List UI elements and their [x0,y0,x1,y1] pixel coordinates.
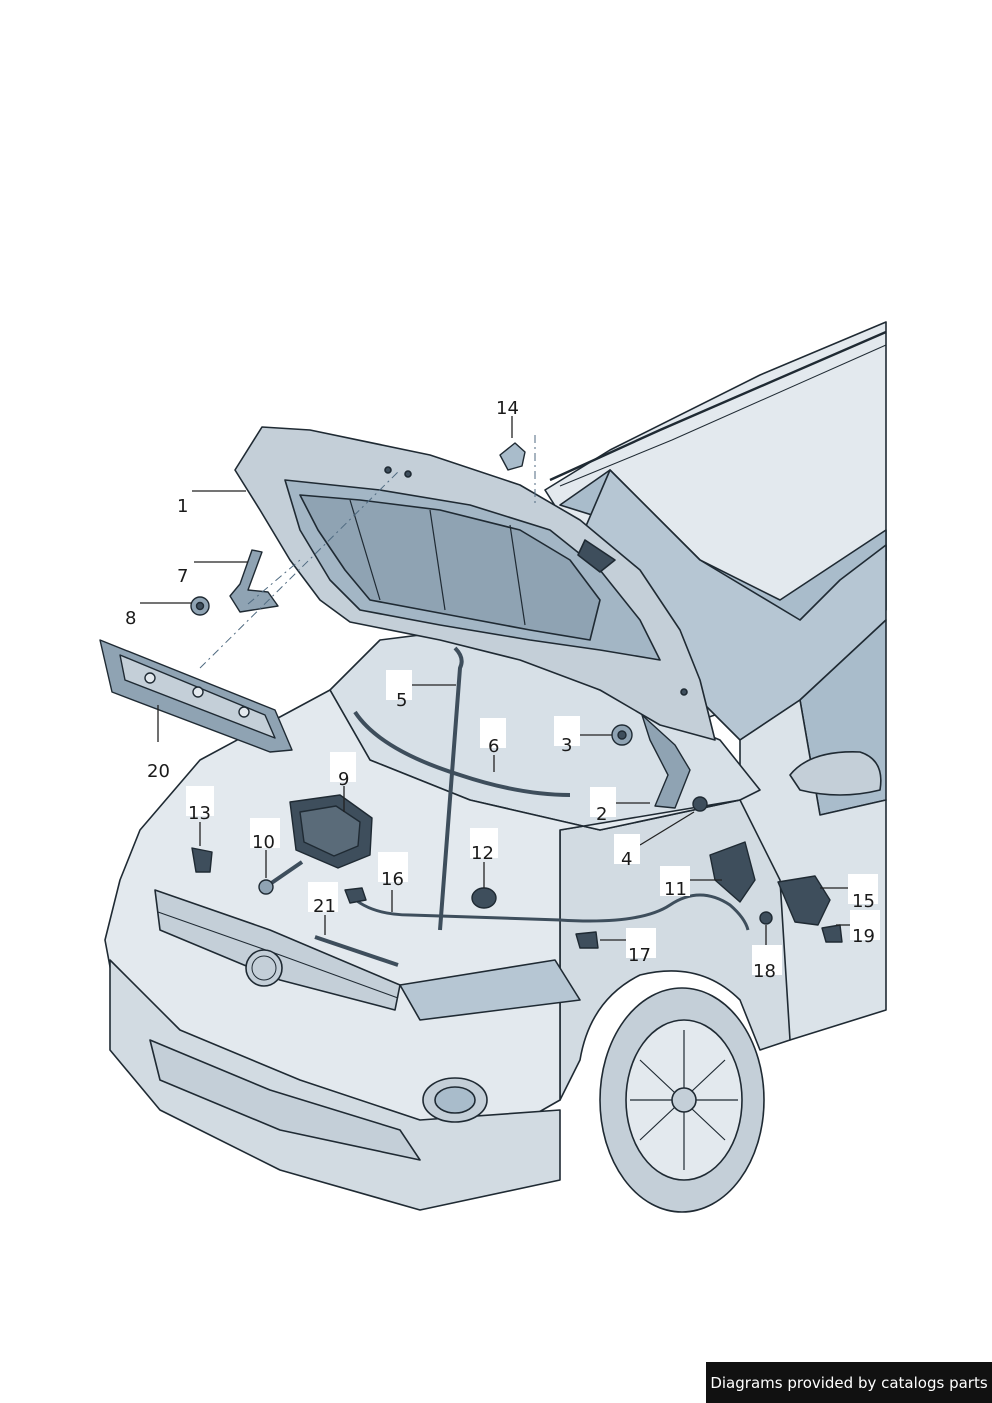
callout-21: 21 [313,896,336,917]
hood-hole [384,466,392,474]
side-mirror [789,751,882,796]
callout-17: 17 [628,945,651,966]
part-14-buffer [499,442,526,471]
part-11-handle [709,841,756,903]
callout-5: 5 [396,690,407,711]
callout-2: 2 [596,804,607,825]
part-15-bracket [777,875,831,926]
hood-hole [404,470,412,478]
part-8-nut [190,596,210,616]
callout-19: 19 [852,926,875,947]
callout-15: 15 [852,891,875,912]
part-13-clip [191,847,213,873]
part-5-support-rod [438,646,464,931]
callout-4: 4 [621,849,632,870]
callout-16: 16 [381,869,404,890]
assembly-lines [199,435,536,669]
part-9-lock [289,794,373,869]
lower-grille [149,1039,421,1161]
hood-assembly [234,426,716,741]
part-4-bolt [692,796,708,812]
part-21-cover-strip [314,935,399,967]
part-16-release-cable [344,887,750,931]
hood-rib-1 [349,499,381,601]
hood-rib-3 [509,524,526,626]
grille-bar [157,911,399,999]
parts [99,442,843,967]
fog-light-inner [434,1086,476,1114]
part-19-clip [821,924,843,943]
callout-3: 3 [561,735,572,756]
hood-hole [680,688,688,696]
callout-7: 7 [177,566,188,587]
callout-6: 6 [488,736,499,757]
callout-14: 14 [496,398,519,419]
leader-lines [140,416,852,950]
callout-13: 13 [188,803,211,824]
credit-banner: Diagrams provided by catalogs parts [706,1362,992,1403]
callout-1: 1 [177,496,188,517]
wheel-hub [671,1087,697,1113]
part-2-bracket [641,714,691,809]
part-17-clip [575,931,599,949]
callout-10: 10 [252,832,275,853]
callout-8: 8 [125,608,136,629]
callouts: 1 2 3 4 5 6 7 8 9 10 11 12 13 14 15 16 1… [125,398,880,982]
car-body [104,321,887,1213]
hood-recess [299,494,601,641]
credit-text: Diagrams provided by catalogs parts [710,1373,988,1392]
lower-bumper [109,959,561,1211]
part-7-hinge [229,549,279,613]
grille [154,889,401,1011]
hood-vent [577,539,616,573]
callout-12: 12 [471,843,494,864]
callout-18: 18 [753,961,776,982]
part-12-grommet [471,887,497,909]
part-18-bolt [759,911,773,925]
callout-11: 11 [664,879,687,900]
vw-badge [245,949,283,987]
label-boxes [186,670,880,975]
part-3-grommet [611,724,633,746]
roof-rail-inner [559,344,887,487]
part-20-seal [99,639,293,753]
callout-20: 20 [147,761,170,782]
part-6-seal-strip [353,710,571,797]
roof-rail [549,330,887,482]
callout-9: 9 [338,769,349,790]
vw-badge-inner [251,955,277,981]
headlight [399,959,581,1021]
hood-rib-2 [429,509,446,611]
part-10-screw [258,860,304,895]
